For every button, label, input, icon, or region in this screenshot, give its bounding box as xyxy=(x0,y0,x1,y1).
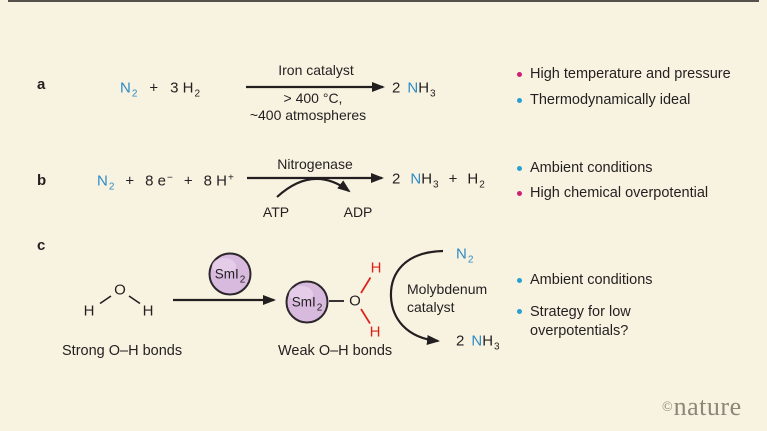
water-bond-left xyxy=(99,295,112,305)
catalyst-label-a: Iron catalyst xyxy=(278,62,354,78)
molybdenum-cycle-arrow xyxy=(389,249,444,345)
plus-sign: + xyxy=(183,172,193,190)
nature-logo: ©nature xyxy=(662,392,742,422)
smi2-reagent-highlight xyxy=(212,258,236,274)
equation-a-products: 2 NH3 xyxy=(392,79,436,100)
bullet-dot-blue xyxy=(517,166,522,171)
n2-cycle-formula: N2 xyxy=(456,245,474,266)
n2-formula: N2 xyxy=(97,172,115,193)
product-hydrogen-bottom: H xyxy=(369,323,381,341)
bullet-high-overpotential: High chemical overpotential xyxy=(517,185,708,202)
condition-pressure: ~400 atmospheres xyxy=(249,107,367,123)
nh3-formula: NH3 xyxy=(410,170,439,191)
bullet-dot-blue xyxy=(517,98,522,103)
plus-sign: + xyxy=(149,79,159,97)
n2-formula: N2 xyxy=(120,79,138,100)
atp-adp-arc-arrow xyxy=(276,177,351,198)
nh3-coefficient: 2 xyxy=(456,332,465,350)
condition-temperature: > 400 °C, xyxy=(283,90,343,106)
panel-label-c: c xyxy=(37,237,46,254)
nh3-coefficient: 2 xyxy=(392,170,401,188)
bullet-thermodynamically-ideal: Thermodynamically ideal xyxy=(517,92,690,109)
water-oxygen-atom: O xyxy=(114,281,126,299)
smi2-reagent-label: SmI2 xyxy=(214,266,246,286)
strong-oh-caption: Strong O–H bonds xyxy=(62,343,183,359)
nature-wordmark: nature xyxy=(673,392,742,421)
panel-label-a: a xyxy=(37,76,46,93)
molybdenum-label-line1: Molybdenum xyxy=(407,281,488,297)
bullet-dot-magenta xyxy=(517,191,522,196)
h2-formula: 3 H2 xyxy=(170,79,201,100)
nh3-cycle-formula: 2 NH3 xyxy=(456,332,500,353)
equation-b-products: 2 NH3 + H2 xyxy=(392,170,485,191)
panel-label-b: b xyxy=(37,172,47,189)
bullet-dot-blue xyxy=(517,309,522,314)
product-hydrogen-top: H xyxy=(370,259,382,277)
electrons-formula: 8 e− xyxy=(145,172,173,190)
figure-top-rule xyxy=(8,0,759,2)
h2-formula: H2 xyxy=(467,170,485,191)
adp-label: ADP xyxy=(343,204,373,220)
plus-sign: + xyxy=(125,172,135,190)
nh3-coefficient: 2 xyxy=(392,79,401,97)
bullet-ambient-conditions-b: Ambient conditions xyxy=(517,160,653,177)
water-bond-right xyxy=(128,295,141,305)
smi2-product-label: SmI2 xyxy=(291,294,323,314)
nh3-formula: NH3 xyxy=(471,332,500,353)
equation-a-reactants: N2 + 3 H2 xyxy=(120,79,201,100)
water-hydrogen-left: H xyxy=(83,302,95,320)
bullet-high-temperature: High temperature and pressure xyxy=(517,66,731,83)
molybdenum-label-line2: catalyst xyxy=(407,299,455,315)
product-oxygen-atom: O xyxy=(349,292,361,310)
copyright-symbol: © xyxy=(662,400,673,415)
weak-oh-bond-top xyxy=(360,277,372,294)
water-hydrogen-right: H xyxy=(142,302,154,320)
bullet-dot-blue xyxy=(517,278,522,283)
atp-label: ATP xyxy=(262,204,290,220)
smi2-product-highlight xyxy=(289,286,313,302)
bullet-ambient-conditions-c: Ambient conditions xyxy=(517,272,653,289)
bullet-dot-magenta xyxy=(517,72,522,77)
plus-sign: + xyxy=(448,170,458,188)
equation-b-reactants: N2 + 8 e− + 8 H+ xyxy=(97,172,234,193)
weak-oh-caption: Weak O–H bonds xyxy=(278,343,393,359)
protons-formula: 8 H+ xyxy=(203,172,234,190)
enzyme-label: Nitrogenase xyxy=(277,156,353,172)
nh3-formula: NH3 xyxy=(407,79,436,100)
weak-oh-bond-bottom xyxy=(360,308,371,324)
